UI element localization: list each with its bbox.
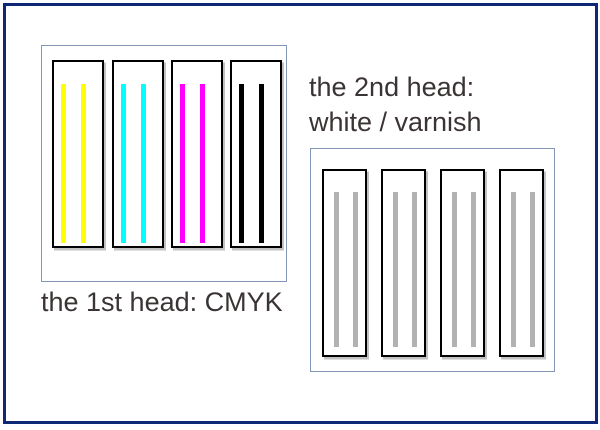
ink-stripe	[452, 192, 457, 347]
ink-stripe	[121, 84, 126, 243]
ink-stripe	[180, 84, 185, 243]
cartridge-cyan	[112, 60, 164, 248]
ink-stripe	[353, 192, 358, 347]
ink-stripe	[259, 84, 264, 243]
ink-stripe	[200, 84, 205, 243]
ink-stripe	[239, 84, 244, 243]
cartridge-white-varnish	[499, 169, 544, 357]
ink-stripe	[141, 84, 146, 243]
cartridge-white-varnish	[322, 169, 367, 357]
ink-stripe	[81, 84, 86, 243]
cartridge-yellow	[52, 60, 104, 248]
ink-stripe	[61, 84, 66, 243]
ink-stripe	[412, 192, 417, 347]
ink-stripe	[511, 192, 516, 347]
cartridge-white-varnish	[440, 169, 485, 357]
outer-frame	[3, 3, 598, 424]
second-head-label-line2: white / varnish	[309, 107, 482, 137]
second-head-panel	[310, 148, 555, 372]
ink-stripe	[334, 192, 339, 347]
ink-stripe	[393, 192, 398, 347]
ink-stripe	[471, 192, 476, 347]
first-head-panel	[41, 45, 287, 282]
first-head-label: the 1st head: CMYK	[41, 287, 283, 317]
cartridge-magenta	[171, 60, 223, 248]
second-head-label-line1: the 2nd head:	[309, 72, 475, 102]
cartridge-white-varnish	[381, 169, 426, 357]
ink-stripe	[530, 192, 535, 347]
second-head-label: the 2nd head: white / varnish	[309, 70, 482, 140]
cartridge-black	[230, 60, 282, 248]
